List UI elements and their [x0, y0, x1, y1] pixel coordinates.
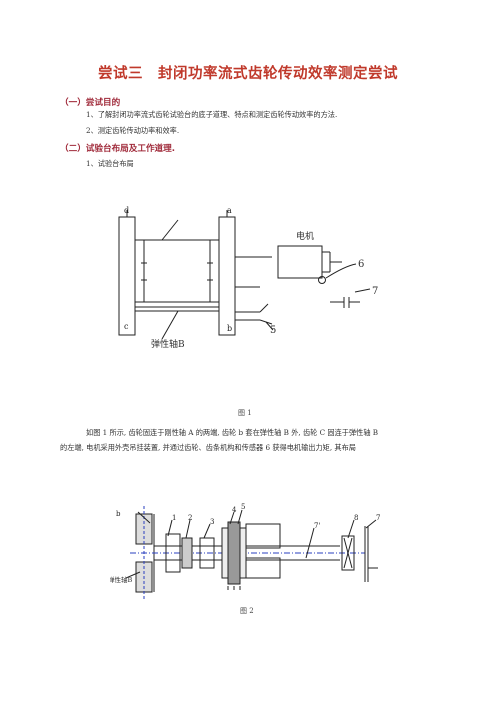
fig2-label-b: b — [116, 510, 121, 518]
figure-2-diagram: b 1 2 3 4 5 7' 8 7 弹性轴B — [110, 503, 380, 600]
fig1-label-d: d — [124, 206, 129, 215]
fig1-label-b: b — [227, 324, 232, 333]
figure-2-caption: 图 2 — [240, 607, 254, 615]
gear-left — [118, 216, 136, 336]
fig2-label-7: 7 — [376, 514, 380, 522]
gear-right — [218, 216, 236, 336]
section-heading-objectives: （一）尝试目的 — [60, 98, 121, 108]
fig1-label-motor: 电机 — [296, 230, 314, 242]
paragraph-line-2: 的左端, 电机采用外壳吊挂装置, 并通过齿轮、齿条机构和传感器 6 获得电机输出… — [60, 443, 356, 452]
fig2-label-5: 5 — [241, 503, 245, 511]
fig1-label-6: 6 — [358, 259, 364, 270]
figure-1-caption: 图 1 — [238, 409, 252, 417]
page-title: 尝试三 封闭功率流式齿轮传动效率测定尝试 — [98, 66, 398, 82]
subheading-structure: 1、试验台布局 — [86, 159, 134, 168]
fig1-label-5: 5 — [270, 325, 276, 336]
fig1-label-c: c — [124, 322, 129, 331]
motor-body — [277, 245, 323, 279]
fig2-label-1: 1 — [172, 514, 176, 522]
paragraph-line-1: 如图 1 所示, 齿轮固连于刚性轴 A 的两端, 齿轮 b 套在弹性轴 B 外,… — [86, 428, 379, 437]
section-heading-structure: （二）试验台布局及工作道理. — [60, 144, 175, 154]
fig2-label-3: 3 — [210, 518, 214, 526]
fig2-label-7prime: 7' — [314, 522, 320, 530]
figure-1-diagram: d a c b 电机 6 7 5 弹性轴B — [118, 206, 378, 350]
fig1-label-shaft: 弹性轴B — [151, 338, 185, 350]
objective-1: 1、了解封闭功率流式齿轮试验台的底子道理、特点和测定齿轮传动效率的方法. — [86, 110, 338, 119]
objective-2: 2、测定齿轮传动功率和效率. — [86, 126, 180, 135]
fig2-label-8: 8 — [354, 514, 358, 522]
fig1-label-a: a — [227, 206, 232, 215]
fig2-label-4: 4 — [232, 506, 237, 514]
fig2-label-shaft: 弹性轴B — [110, 575, 133, 584]
fig1-label-7: 7 — [372, 286, 378, 297]
fig2-label-2: 2 — [188, 514, 192, 522]
